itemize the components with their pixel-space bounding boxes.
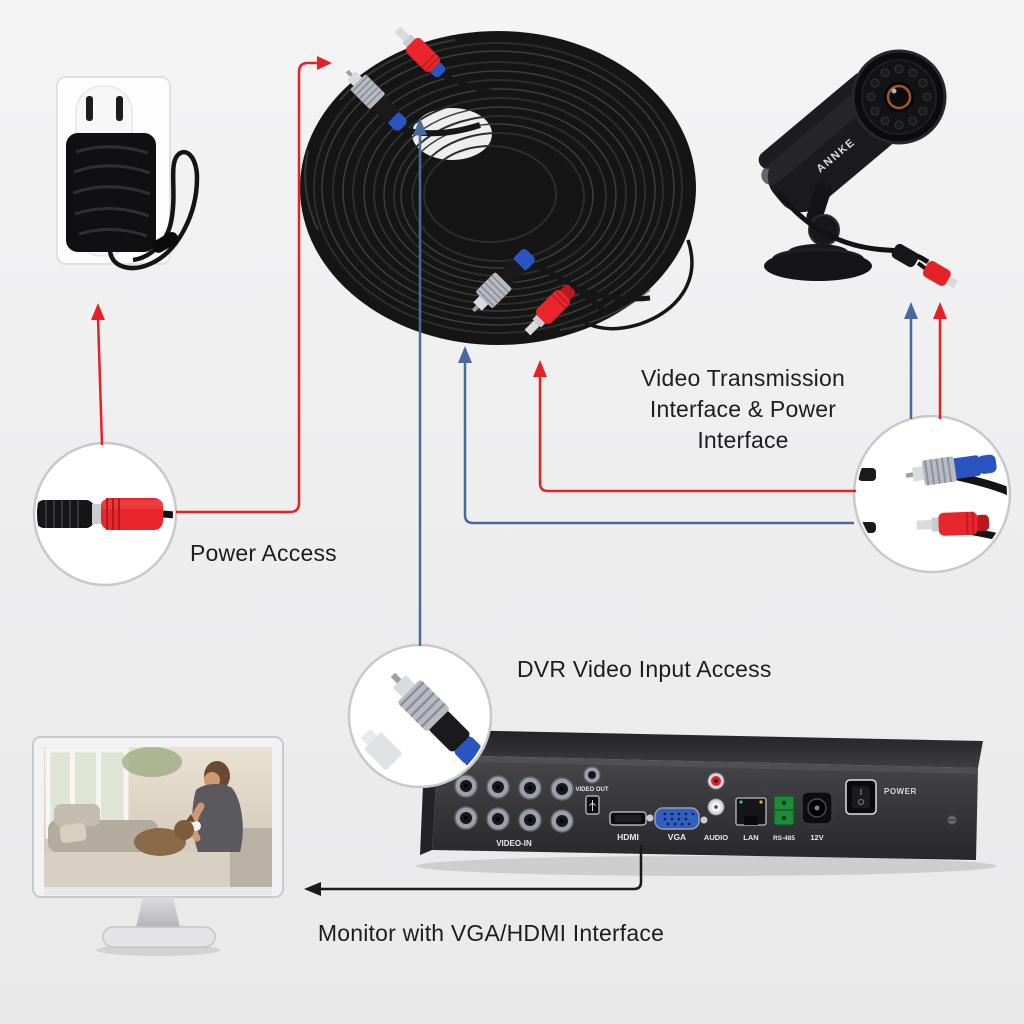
arrow-dvr-to-monitor (304, 845, 643, 896)
inset-dc-connector (916, 511, 990, 536)
dvr-hdmi-port: HDMI (609, 811, 647, 842)
dvr-lan-port: LAN (735, 797, 767, 842)
arrow-right-inset-to-cable-power (533, 360, 856, 493)
dvr-hdmi-label: HDMI (617, 832, 639, 842)
cable-bottom-power-connector (524, 284, 576, 336)
dvr-vga-label: VGA (668, 832, 686, 842)
dvr-audio-label: AUDIO (704, 833, 728, 842)
scene-plant (122, 747, 182, 777)
camera-pigtail-black-connector (891, 243, 919, 268)
dvr-lan-label: LAN (743, 833, 758, 842)
outlet-slot-left (86, 96, 93, 121)
dvr-power-switch: POWER (845, 779, 917, 815)
dvr-rs485-label: RS-485 (773, 835, 795, 842)
dvr-rs485-port: RS-485 (773, 795, 795, 842)
dvr-video-input-label: DVR Video Input Access (517, 656, 772, 682)
adapter-cord (107, 149, 200, 271)
monitor-stand-base (102, 926, 216, 948)
monitor-stand-neck (136, 897, 180, 927)
monitor-screen (44, 747, 272, 887)
monitor (32, 736, 284, 956)
arrow-right-inset-to-camera-power (933, 302, 947, 419)
inset-power-female-connector (37, 500, 94, 528)
monitor-interface-label: Monitor with VGA/HDMI Interface (317, 920, 665, 946)
ferrite-bead (152, 232, 179, 253)
camera-mount-arm (806, 181, 832, 224)
dvr-video-input-inset (347, 643, 493, 789)
video-transmission-line3: Interface (697, 427, 789, 453)
arrows (91, 56, 947, 896)
arrow-right-inset-to-cable-bnc (458, 346, 854, 525)
arrow-dvr-inset-to-cable (413, 118, 427, 646)
arrow-right-inset-to-camera-video (904, 302, 918, 419)
scene-woman (190, 761, 243, 852)
dvr-video-in-label: VIDEO-IN (496, 839, 532, 848)
dvr-power-label: POWER (884, 787, 917, 796)
dvr-12v-label: 12V (810, 833, 823, 842)
video-transmission-line2: Interface & Power (649, 396, 837, 422)
dvr-video-in-ports: VIDEO-IN (454, 774, 574, 848)
dvr-vga-port: VGA (646, 807, 708, 842)
camera-ir-leds (866, 64, 932, 130)
dvr-video-out-port: VIDEO OUT (575, 766, 609, 815)
camera-mount-base (764, 251, 872, 281)
dvr-12v-port: 12V (801, 791, 833, 842)
cable-top-power-connector (394, 26, 446, 78)
dvr-video-out-label: VIDEO OUT (575, 787, 608, 793)
inset-dvr-bnc-connector (390, 672, 483, 765)
dvr-audio-ports: AUDIO (704, 772, 728, 842)
power-access-label: Power Access (190, 540, 337, 566)
arrow-power-access-to-adapter (91, 303, 105, 446)
outlet-slot-right (116, 96, 123, 121)
camera: ANNKE (758, 49, 959, 289)
power-access-inset (32, 441, 178, 587)
cable-top-bnc-connector (345, 69, 407, 131)
camera-pigtail-power-connector (922, 261, 959, 289)
scene-dog (134, 814, 195, 856)
cable-bottom-bnc-connector (471, 249, 535, 313)
video-transmission-inset (852, 414, 1012, 574)
video-transmission-line1: Video Transmission (641, 365, 845, 391)
dvr: VIDEO-IN VIDEO OUT HDMI (416, 730, 996, 876)
video-transmission-label: Video Transmission Interface & Power Int… (602, 363, 884, 456)
arrow-power-access-to-cable-top (176, 56, 332, 514)
inset-bnc-connector (905, 454, 997, 486)
power-adapter (66, 133, 200, 271)
usb-icon (589, 800, 596, 811)
